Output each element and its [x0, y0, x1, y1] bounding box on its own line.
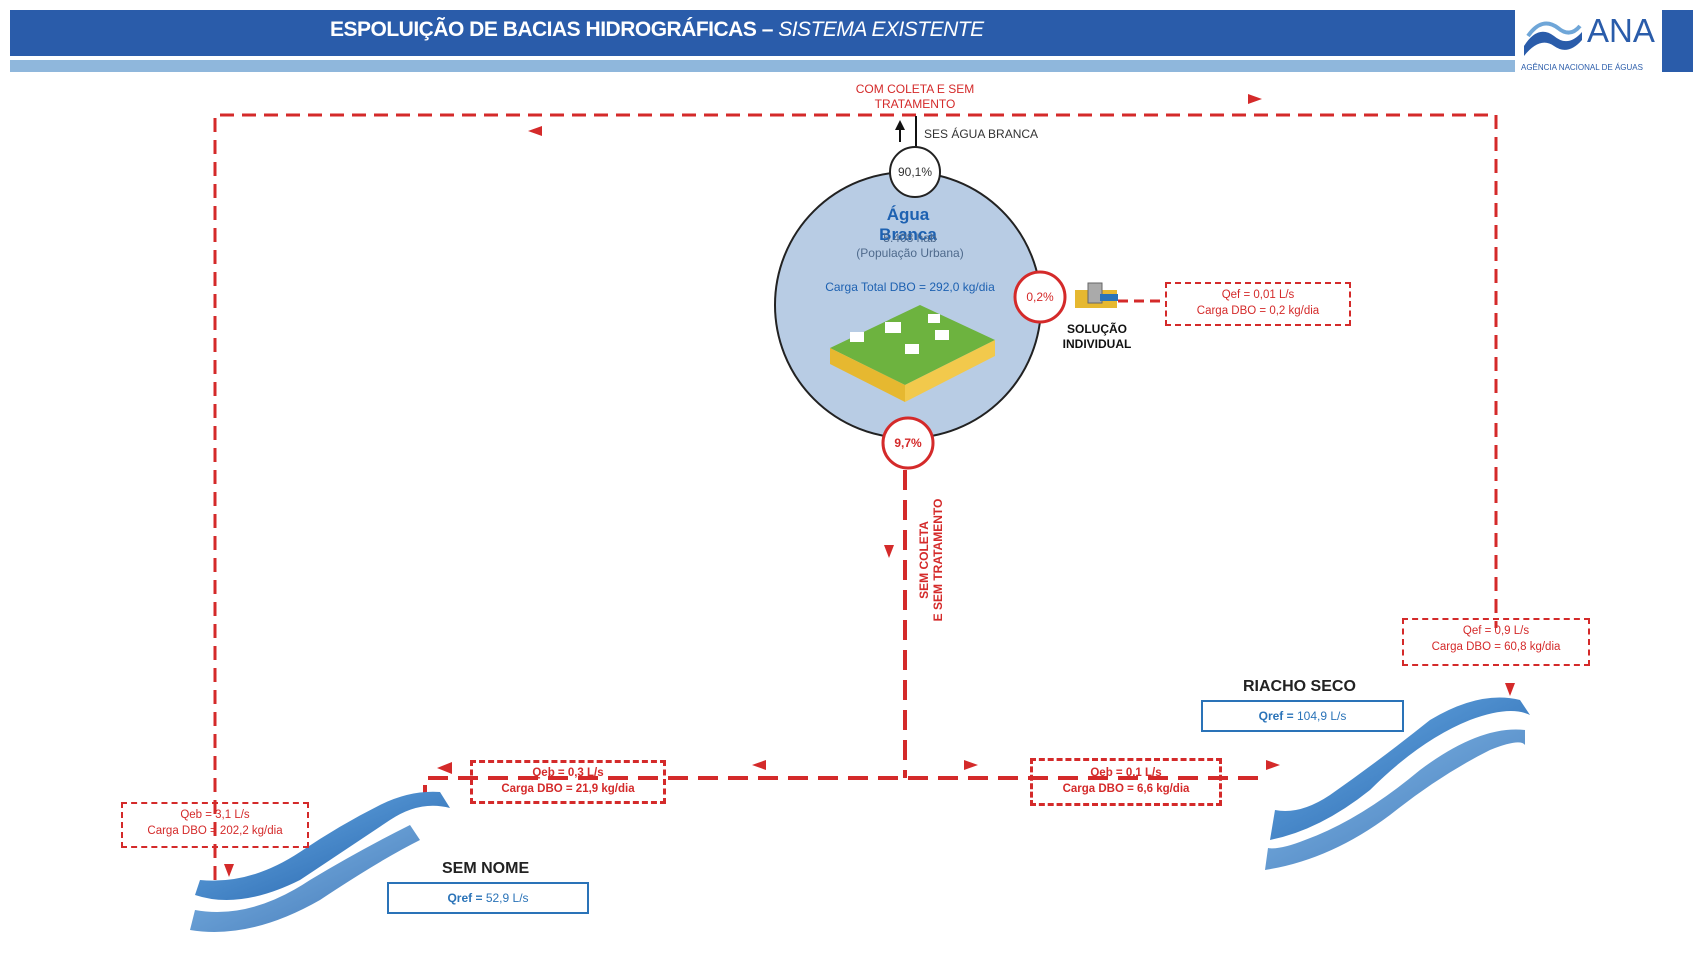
river-name-riacho-seco: RIACHO SECO — [1243, 678, 1356, 695]
percent-90-bubble — [889, 146, 941, 198]
header-bar — [10, 10, 1515, 56]
no-collection-line1: SEM COLETA — [917, 521, 931, 599]
left-discharge-qeb: Qeb = 3,1 L/s — [180, 809, 250, 821]
percent-97-label: 9,7% — [894, 436, 922, 450]
top-collection-line — [213, 113, 1498, 880]
individual-qef: Qef = 0,01 L/s — [1221, 289, 1295, 301]
left-discharge-box: Qeb = 3,1 L/s Carga DBO = 202,2 kg/dia — [121, 802, 309, 848]
percent-97-bubble — [881, 416, 935, 470]
percent-02-label: 0,2% — [1026, 290, 1054, 304]
qref-box-sem-nome: Qref = 52,9 L/s — [387, 882, 589, 914]
city-name: Água Branca — [879, 205, 937, 244]
left-discharge-load: Carga DBO = 202,2 kg/dia — [147, 825, 283, 837]
individual-load-box: Qef = 0,01 L/s Carga DBO = 0,2 kg/dia — [1165, 282, 1351, 326]
left-branch-load: Carga DBO = 21,9 kg/dia — [501, 783, 635, 795]
percent-90-label: 90,1% — [897, 165, 933, 179]
header-underline — [10, 60, 1515, 72]
left-branch-text: Qeb = 0,3 L/s Carga DBO = 21,9 kg/dia — [470, 765, 666, 797]
left-branch-qeb: Qeb = 0,3 L/s — [532, 767, 604, 779]
qref-label: Qref = — [447, 891, 483, 905]
no-collection-label: SEM COLETA E SEM TRATAMENTO — [917, 485, 945, 635]
arrow-right-icon — [964, 760, 978, 770]
logo-box — [1518, 6, 1658, 74]
arrow-left-icon — [528, 126, 542, 136]
ses-arrow-up-icon — [895, 120, 905, 130]
right-branch-text: Qeb = 0,1 L/s Carga DBO = 6,6 kg/dia — [1030, 765, 1222, 797]
arrow-left-icon — [437, 762, 452, 774]
arrow-down-icon — [224, 864, 234, 877]
qref-value: 52,9 L/s — [485, 891, 529, 905]
individual-load: Carga DBO = 0,2 kg/dia — [1196, 305, 1320, 317]
collection-label: COM COLETA E SEM TRATAMENTO — [840, 82, 990, 112]
septic-tank-icon — [1075, 282, 1118, 308]
left-branch-box — [470, 760, 666, 804]
qref-value: 104,9 L/s — [1296, 709, 1347, 723]
individual-label-line2: INDIVIDUAL — [1062, 337, 1132, 351]
qref-box-riacho-seco: Qref = 104,9 L/s — [1201, 700, 1404, 732]
header-right-strip — [1662, 10, 1693, 72]
qref-label: Qref = — [1258, 709, 1294, 723]
collection-label-line2: TRATAMENTO — [874, 97, 956, 111]
logo-text: ANA — [1587, 12, 1655, 49]
ses-label: SES ÁGUA BRANCA — [924, 127, 1039, 141]
city-load: Carga Total DBO = 292,0 kg/dia — [825, 280, 995, 294]
no-collection-line2: E SEM TRATAMENTO — [931, 498, 945, 622]
individual-label-line1: SOLUÇÃO — [1067, 322, 1127, 336]
arrow-right-icon — [1266, 760, 1280, 770]
right-discharge-load: Carga DBO = 60,8 kg/dia — [1431, 641, 1561, 653]
town-block-icon — [830, 305, 995, 402]
arrow-down-icon — [884, 545, 894, 558]
arrow-left-icon — [752, 760, 766, 770]
logo-subtitle: AGÊNCIA NACIONAL DE ÁGUAS — [1521, 63, 1643, 72]
city-population: 5.408 hab (População Urbana) — [840, 231, 980, 261]
arrow-right-icon — [1248, 94, 1262, 104]
right-branch-load: Carga DBO = 6,6 kg/dia — [1062, 783, 1190, 795]
individual-solution-label: SOLUÇÃO INDIVIDUAL — [1050, 322, 1144, 352]
right-discharge-box: Qef = 0,9 L/s Carga DBO = 60,8 kg/dia — [1402, 618, 1590, 666]
population-value: 5.408 hab — [883, 231, 937, 245]
river-riacho-seco — [1270, 697, 1530, 840]
title-italic: SISTEMA EXISTENTE — [778, 18, 984, 41]
river-sem-nome — [195, 791, 450, 900]
population-note: (População Urbana) — [856, 246, 964, 260]
right-branch-box — [1030, 758, 1222, 806]
title-bold: ESPOLUIÇÃO DE BACIAS HIDROGRÁFICAS – — [330, 18, 779, 41]
right-discharge-qef: Qef = 0,9 L/s — [1462, 625, 1530, 637]
collection-label-line1: COM COLETA E SEM — [855, 82, 975, 96]
river-name-sem-nome: SEM NOME — [442, 860, 530, 877]
page-title: ESPOLUIÇÃO DE BACIAS HIDROGRÁFICAS – SIS… — [330, 18, 984, 42]
percent-02-bubble — [1013, 270, 1067, 324]
ana-wave-icon — [1524, 21, 1582, 56]
right-branch-qeb: Qeb = 0,1 L/s — [1090, 767, 1162, 779]
arrow-down-icon — [1505, 683, 1515, 696]
